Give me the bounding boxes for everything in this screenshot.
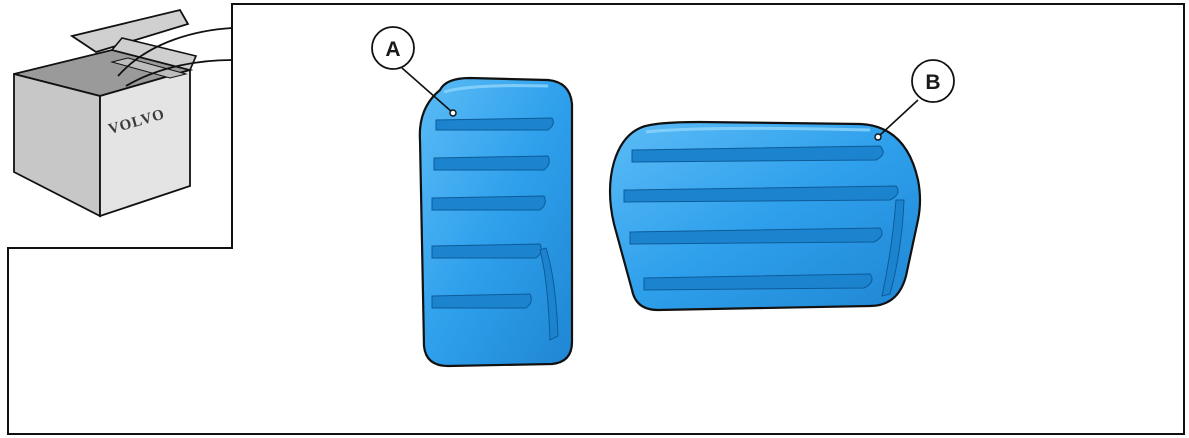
callout-b: B — [874, 59, 955, 141]
pedal-a — [418, 76, 574, 368]
pedal-b — [608, 120, 922, 312]
callout-a: A — [371, 26, 457, 117]
callout-b-label: B — [925, 71, 940, 94]
accessory-box-icon — [13, 8, 233, 218]
frame-border — [7, 3, 1185, 435]
callout-a-label: A — [385, 38, 400, 61]
